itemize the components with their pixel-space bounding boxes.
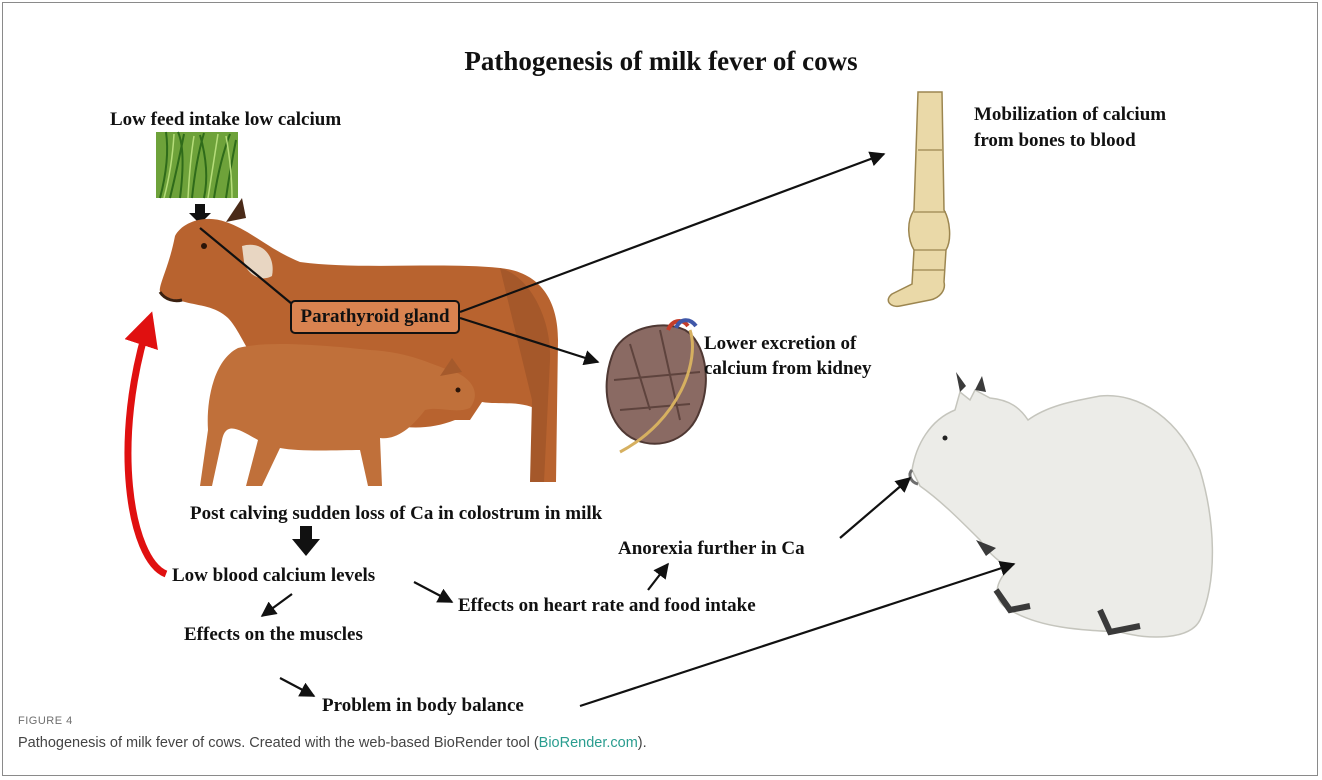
kidney-label-line1: Lower excretion of <box>704 332 856 356</box>
caption-text: Pathogenesis of milk fever of cows. Crea… <box>18 735 539 751</box>
bone-image <box>888 92 949 306</box>
heart-rate-label: Effects on heart rate and food intake <box>458 594 756 618</box>
postcalving-down-arrow <box>292 526 320 556</box>
bones-label-line1: Mobilization of calcium <box>974 103 1166 127</box>
lowblood-to-muscles-arrow <box>262 594 292 616</box>
caption-end: ). <box>638 735 647 751</box>
biorender-link[interactable]: BioRender.com <box>539 735 638 751</box>
diagram-title: Pathogenesis of milk fever of cows <box>0 46 1322 77</box>
muscles-to-balance-arrow <box>280 678 314 696</box>
kidney-image <box>607 320 706 452</box>
low-blood-calcium-label: Low blood calcium levels <box>172 564 375 588</box>
figure-caption: Pathogenesis of milk fever of cows. Crea… <box>18 735 647 751</box>
feed-label: Low feed intake low calcium <box>110 108 341 132</box>
white-cow-image <box>910 372 1212 637</box>
balance-to-cow-arrow <box>580 564 1014 706</box>
kidney-label-line2: calcium from kidney <box>704 357 871 381</box>
grass-image <box>156 132 238 198</box>
anorexia-label: Anorexia further in Ca <box>618 537 805 561</box>
bones-label-line2: from bones to blood <box>974 129 1136 153</box>
lowblood-to-heart-arrow <box>414 582 452 602</box>
anorexia-to-cow-arrow <box>840 478 910 538</box>
body-balance-label: Problem in body balance <box>322 694 524 718</box>
feedback-red-arrow <box>128 318 166 574</box>
figure-number: FIGURE 4 <box>18 715 73 727</box>
gland-to-bones-arrow <box>460 154 884 312</box>
muscles-label: Effects on the muscles <box>184 623 363 647</box>
heart-to-anorexia-arrow <box>648 564 668 590</box>
parathyroid-gland-box: Parathyroid gland <box>290 300 460 334</box>
post-calving-label: Post calving sudden loss of Ca in colost… <box>190 502 602 526</box>
